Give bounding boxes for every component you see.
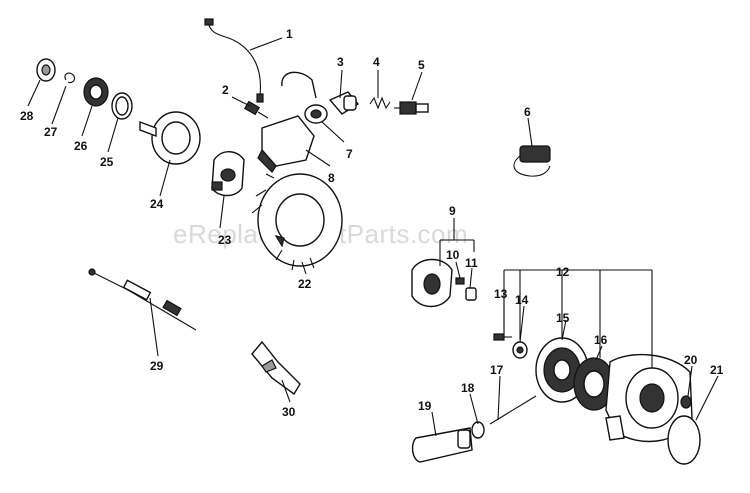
part-17-rope	[489, 395, 537, 425]
part-1-ignition-wire	[204, 18, 264, 103]
callout-26: 26	[74, 139, 88, 153]
callout-15: 15	[556, 311, 570, 325]
part-19-starter-handle	[411, 427, 473, 463]
part-25-ring	[111, 92, 133, 120]
part-27-clip	[64, 72, 76, 84]
part-24-clutch-drum	[139, 111, 201, 165]
part-4-spring	[369, 96, 391, 110]
callout-3: 3	[337, 55, 344, 69]
callout-8: 8	[328, 171, 335, 185]
callout-6: 6	[524, 105, 531, 119]
part-20-screw	[680, 395, 692, 409]
part-8-ignition-module	[257, 71, 317, 173]
callout-18: 18	[461, 381, 475, 395]
part-13-screw	[493, 333, 512, 341]
callout-14: 14	[515, 293, 529, 307]
callout-10: 10	[446, 248, 460, 262]
callout-2: 2	[222, 83, 229, 97]
callout-16: 16	[594, 333, 608, 347]
part-2-screw	[243, 100, 269, 119]
part-18-retainer	[471, 421, 485, 439]
part-5-spark-plug	[394, 101, 429, 115]
callout-23: 23	[218, 233, 232, 247]
callout-20: 20	[684, 353, 698, 367]
callout-12: 12	[556, 265, 570, 279]
part-9-starter-pulley	[411, 258, 453, 308]
part-11-pawl	[465, 287, 477, 301]
part-30-throttle-trigger	[251, 340, 301, 396]
part-7-nut	[304, 104, 328, 124]
part-28-washer	[36, 58, 56, 82]
callout-5: 5	[418, 58, 425, 72]
callout-17: 17	[490, 363, 504, 377]
part-23-clutch-shoe	[211, 151, 245, 197]
callout-28: 28	[20, 109, 34, 123]
callout-13: 13	[494, 287, 508, 301]
callout-19: 19	[418, 399, 432, 413]
callout-21: 21	[710, 363, 724, 377]
leader-lines	[27, 37, 719, 437]
part-12-starter-housing	[605, 353, 693, 443]
part-21-ring	[667, 415, 701, 465]
callout-numbers: 1 2 3 4 5 6 7 8 9 10 11 12 13 14 15 16 1…	[20, 27, 724, 419]
callout-22: 22	[298, 277, 312, 291]
part-3-spark-boot	[328, 91, 360, 115]
part-10-screw	[455, 277, 465, 285]
part-29-throttle-cable	[88, 268, 197, 331]
part-26-bearing	[83, 77, 109, 107]
callout-9: 9	[449, 204, 456, 218]
part-14-washer	[512, 341, 528, 359]
callout-7: 7	[346, 147, 353, 161]
callout-24: 24	[150, 197, 164, 211]
part-16-recoil-spring	[573, 357, 615, 411]
callout-1: 1	[286, 27, 293, 41]
callout-30: 30	[282, 405, 296, 419]
callout-29: 29	[150, 359, 164, 373]
callout-25: 25	[100, 155, 114, 169]
callout-4: 4	[373, 55, 380, 69]
part-22-flywheel	[251, 173, 343, 271]
callout-27: 27	[44, 125, 58, 139]
callout-11: 11	[465, 256, 478, 270]
part-6-switch	[513, 145, 551, 177]
